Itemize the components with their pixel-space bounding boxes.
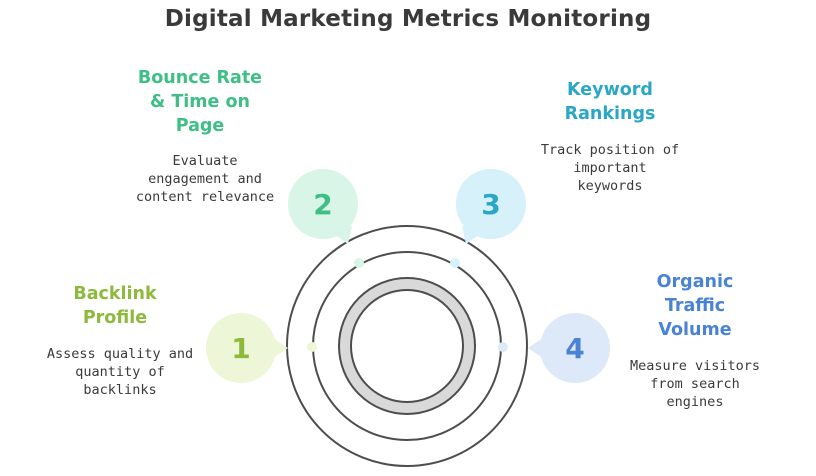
step-2-heading: Bounce Rate & Time on Page <box>137 68 263 136</box>
outer-ring <box>286 225 528 467</box>
step-1-heading: Backlink Profile <box>73 284 157 328</box>
step-2-marker <box>354 258 364 268</box>
step-4-number: 4 <box>565 332 584 365</box>
step-2-number: 2 <box>313 188 332 221</box>
step-4-description: Measure visitors from search engines <box>629 358 761 410</box>
step-3-description: Track position of important keywords <box>540 142 680 194</box>
step-4-heading: Organic Traffic Volume <box>656 272 734 340</box>
step-4-marker <box>498 342 508 352</box>
step-3-heading: Keyword Rankings <box>564 80 656 124</box>
step-1-number: 1 <box>231 332 250 365</box>
step-3-number: 3 <box>481 188 500 221</box>
step-1-marker <box>307 342 317 352</box>
step-3-bubble: 3 <box>456 169 526 244</box>
step-3-marker <box>450 258 460 268</box>
step-2-description: Evaluate engagement and content relevanc… <box>135 153 275 205</box>
step-1-bubble: 1 <box>206 313 288 383</box>
inner-core <box>350 289 464 403</box>
page-title: Digital Marketing Metrics Monitoring <box>164 6 652 32</box>
step-4-bubble: 4 <box>528 313 610 383</box>
step-2-bubble: 2 <box>288 169 358 244</box>
step-1-description: Assess quality and quantity of backlinks <box>46 346 194 398</box>
